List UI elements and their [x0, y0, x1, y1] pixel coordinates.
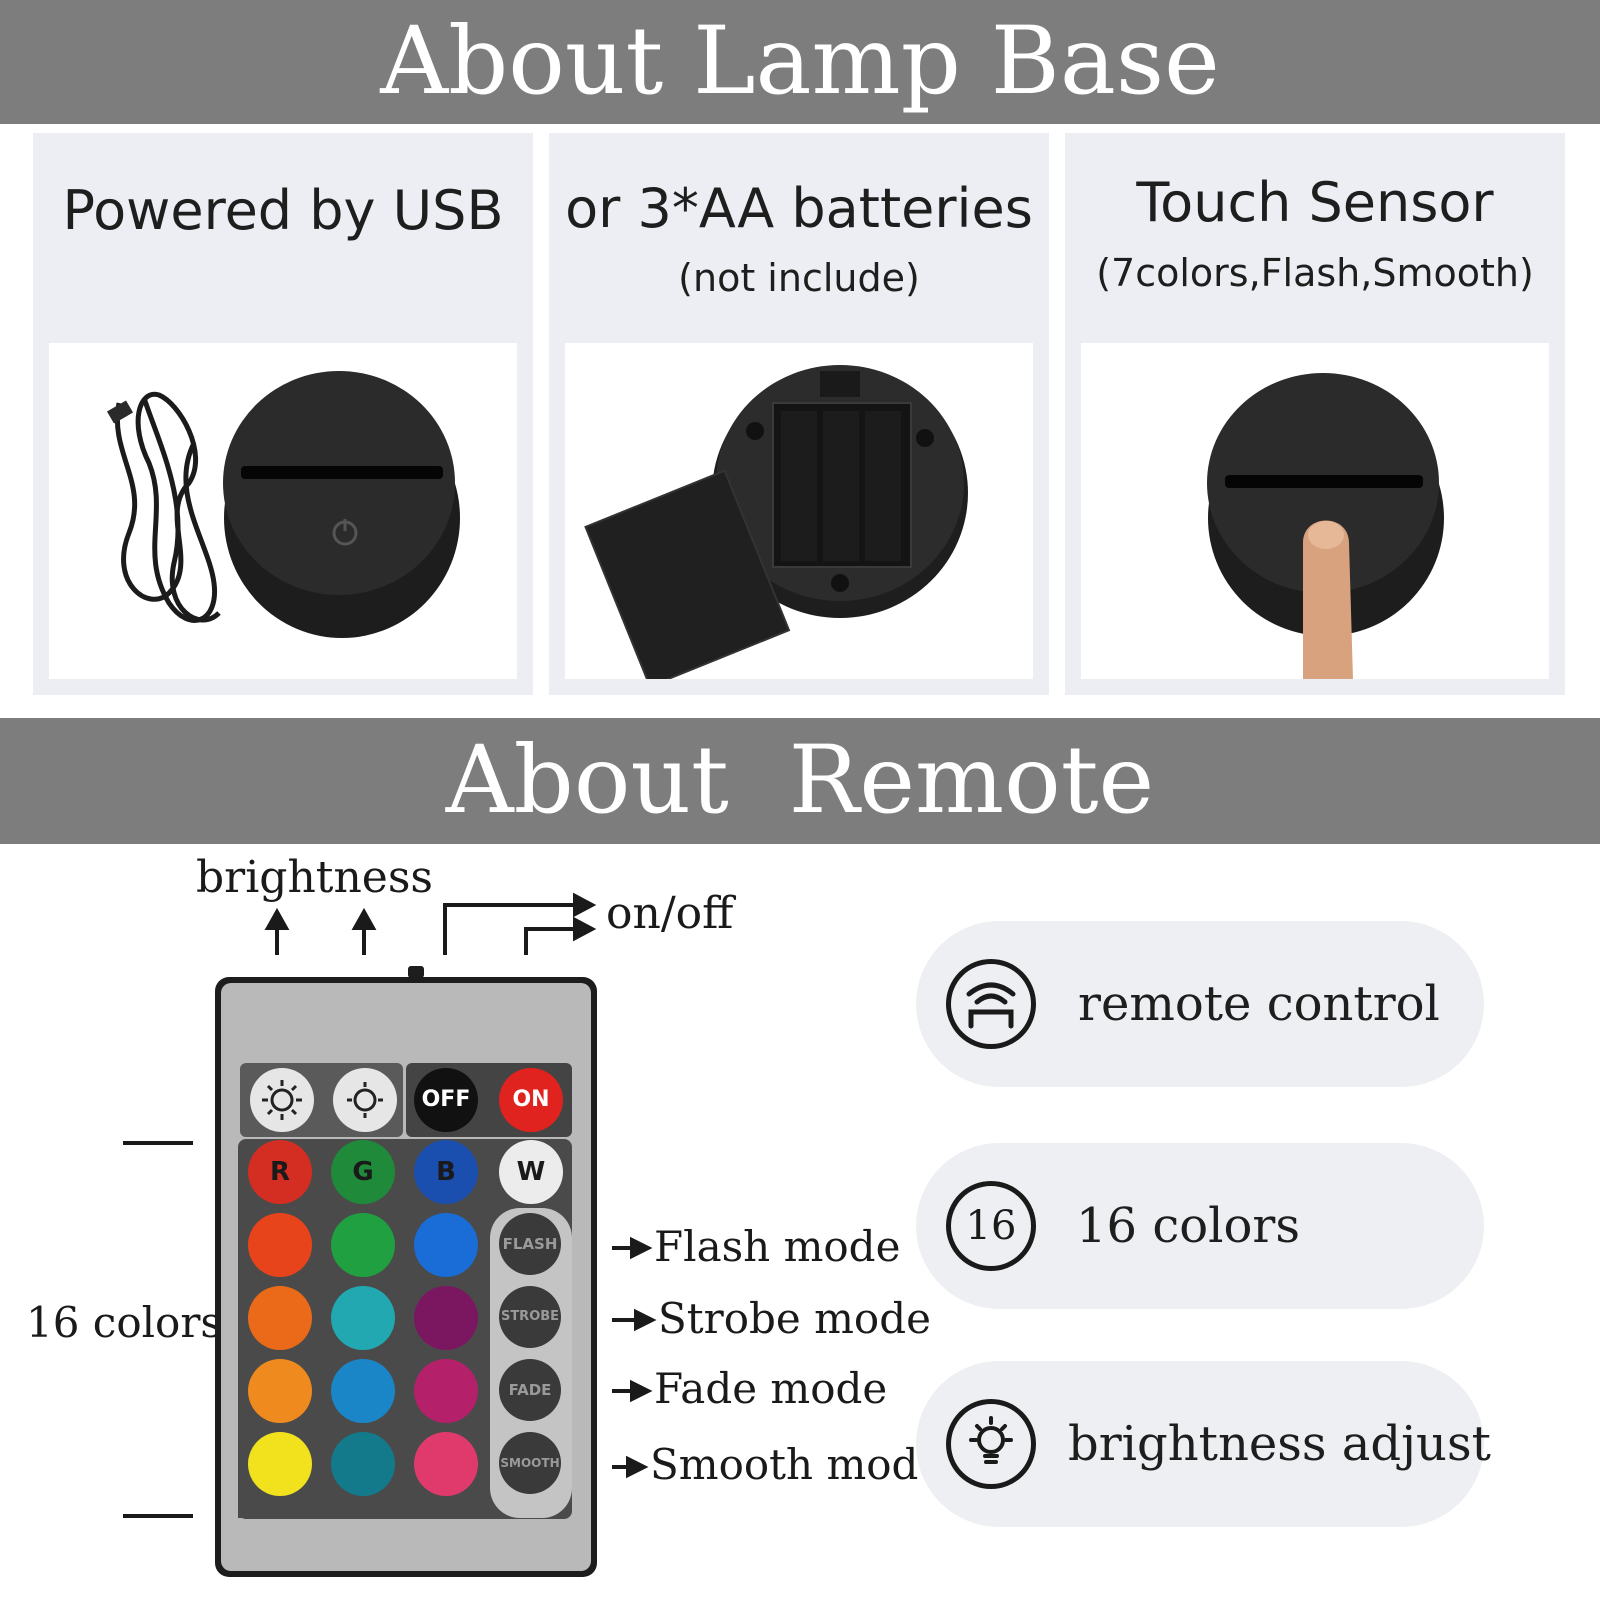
lightbulb-icon [946, 1399, 1036, 1489]
arrow-right-icon [630, 1236, 653, 1260]
arrow-right-icon [626, 1455, 649, 1479]
fade-mode-annotation: Fade mode [654, 1364, 888, 1413]
sixteen-colors-annotation: 16 colors [26, 1298, 222, 1347]
arrow-right-icon [573, 892, 597, 918]
feature-label: 16 colors [1076, 1198, 1300, 1254]
touch-sensor-title: Touch Sensor [1136, 171, 1494, 234]
arrow-right-icon [634, 1308, 657, 1332]
usb-power-title: Powered by USB [62, 179, 504, 242]
feature-label: brightness adjust [1068, 1416, 1491, 1472]
feature-brightness-adjust: brightness adjust [916, 1361, 1491, 1527]
remote-control-icon [946, 959, 1036, 1049]
touch-sensor-subtitle: (7colors,Flash,Smooth) [1096, 251, 1534, 295]
lamp-base-title: About Lamp Base [380, 7, 1220, 116]
flash-mode-annotation: Flash mode [654, 1222, 901, 1271]
battery-subtitle: (not include) [678, 256, 920, 300]
arrow-right-icon [573, 916, 597, 942]
arrow-up-icon [264, 907, 290, 930]
lamp-base-banner: About Lamp Base [0, 0, 1600, 124]
arrow-right-icon [630, 1379, 653, 1403]
feature-sixteen-colors: 16 16 colors [916, 1143, 1484, 1309]
sixteen-badge-text: 16 [965, 1203, 1017, 1249]
usb-cable-icon [115, 391, 221, 623]
touch-sensor-panel: Touch Sensor (7colors,Flash,Smooth) [1065, 133, 1565, 695]
usb-lamp-photo [49, 343, 517, 679]
battery-panel: or 3*AA batteries (not include) [549, 133, 1049, 695]
battery-compartment-photo [565, 343, 1033, 679]
brightness-annotation: brightness [196, 852, 433, 903]
feature-label: remote control [1078, 976, 1440, 1032]
battery-title: or 3*AA batteries [565, 177, 1033, 240]
smooth-mode-annotation: Smooth mode [650, 1440, 944, 1489]
touch-sensor-photo [1081, 343, 1549, 679]
on-off-annotation: on/off [606, 888, 734, 939]
usb-power-panel: Powered by USB [33, 133, 533, 695]
strobe-mode-annotation: Strobe mode [658, 1294, 931, 1343]
arrow-up-icon [351, 907, 377, 930]
sixteen-badge-icon: 16 [946, 1181, 1036, 1271]
remote-title: About Remote [445, 726, 1155, 835]
feature-remote-control: remote control [916, 921, 1484, 1087]
remote-banner: About Remote [0, 718, 1600, 844]
